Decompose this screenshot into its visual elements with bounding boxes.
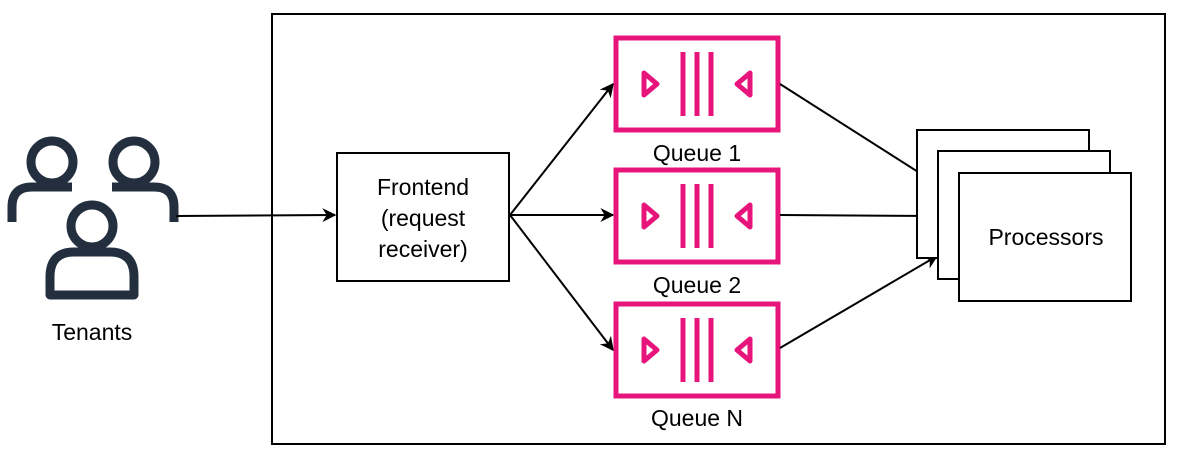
system-boundary [271,13,1166,445]
frontend-label-line1: Frontend [377,174,469,200]
processors-label: Processors [988,224,1103,250]
queue-icon [613,35,781,133]
processor-box-front [958,172,1132,302]
queue-n-label: Queue N [651,405,743,431]
queue-1-to-processors-arrow [779,83,939,185]
users-group-icon [7,136,179,300]
frontend-label-line2: (request [381,205,466,231]
queue-n-to-processors-arrow [779,255,939,349]
frontend-to-queue-1-arrow [509,82,614,216]
tenants-to-frontend-arrow [175,208,337,223]
tenants-label: Tenants [52,319,133,345]
queue-icon [613,301,781,399]
queue-1-label: Queue 1 [653,140,741,166]
queue-icon [613,167,781,265]
queue-2-label: Queue 2 [653,272,741,298]
frontend-to-queue-n-arrow [509,214,614,352]
queue-2-to-processors-arrow [779,208,939,223]
frontend-label-line3: receiver) [378,236,467,262]
frontend-box [336,152,510,282]
